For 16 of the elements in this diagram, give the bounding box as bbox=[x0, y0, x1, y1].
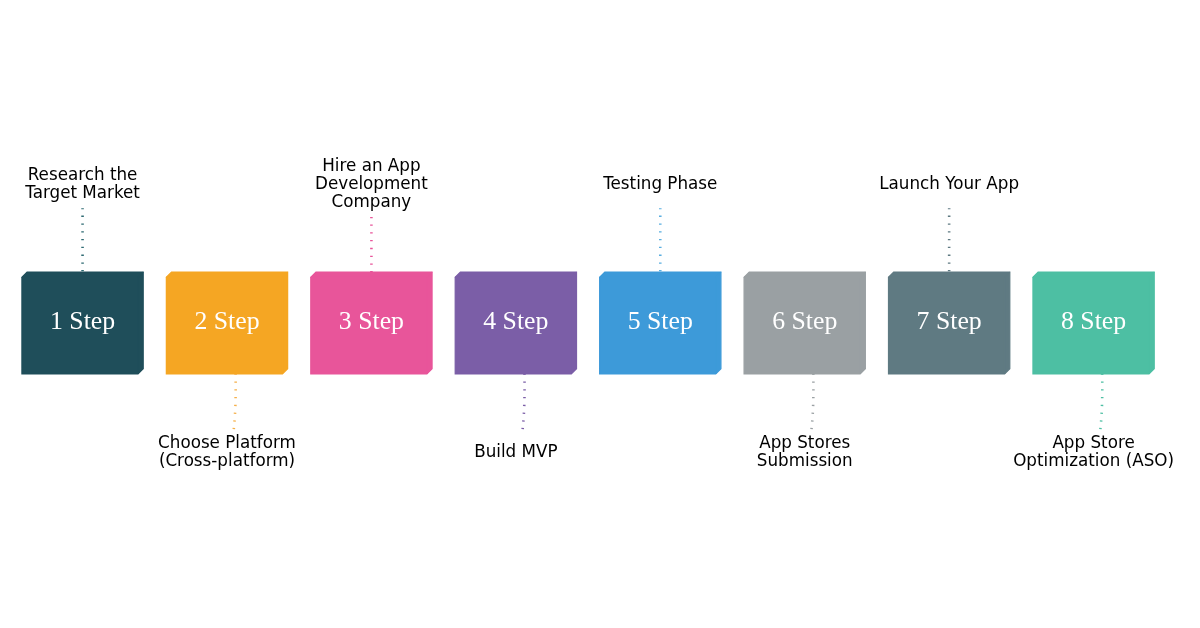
node-text: Launch Your App bbox=[879, 172, 1020, 193]
connector bbox=[370, 216, 373, 272]
connector bbox=[947, 208, 951, 272]
connector bbox=[810, 374, 815, 430]
connector bbox=[659, 208, 662, 272]
node-text: Hire an App Development Company bbox=[315, 154, 428, 211]
node-text: Build MVP bbox=[474, 441, 558, 462]
connector bbox=[81, 208, 84, 272]
node-text: App Store Optimization (ASO) bbox=[1013, 431, 1174, 471]
connector bbox=[232, 374, 237, 430]
node-text: Choose Platform (Cross-platform) bbox=[158, 431, 296, 471]
connector bbox=[521, 374, 526, 430]
node-text: Testing Phase bbox=[603, 172, 718, 193]
node-text: App Stores Submission bbox=[756, 431, 853, 471]
node-text: Research the Target Market bbox=[25, 163, 140, 202]
connector bbox=[1099, 374, 1104, 430]
